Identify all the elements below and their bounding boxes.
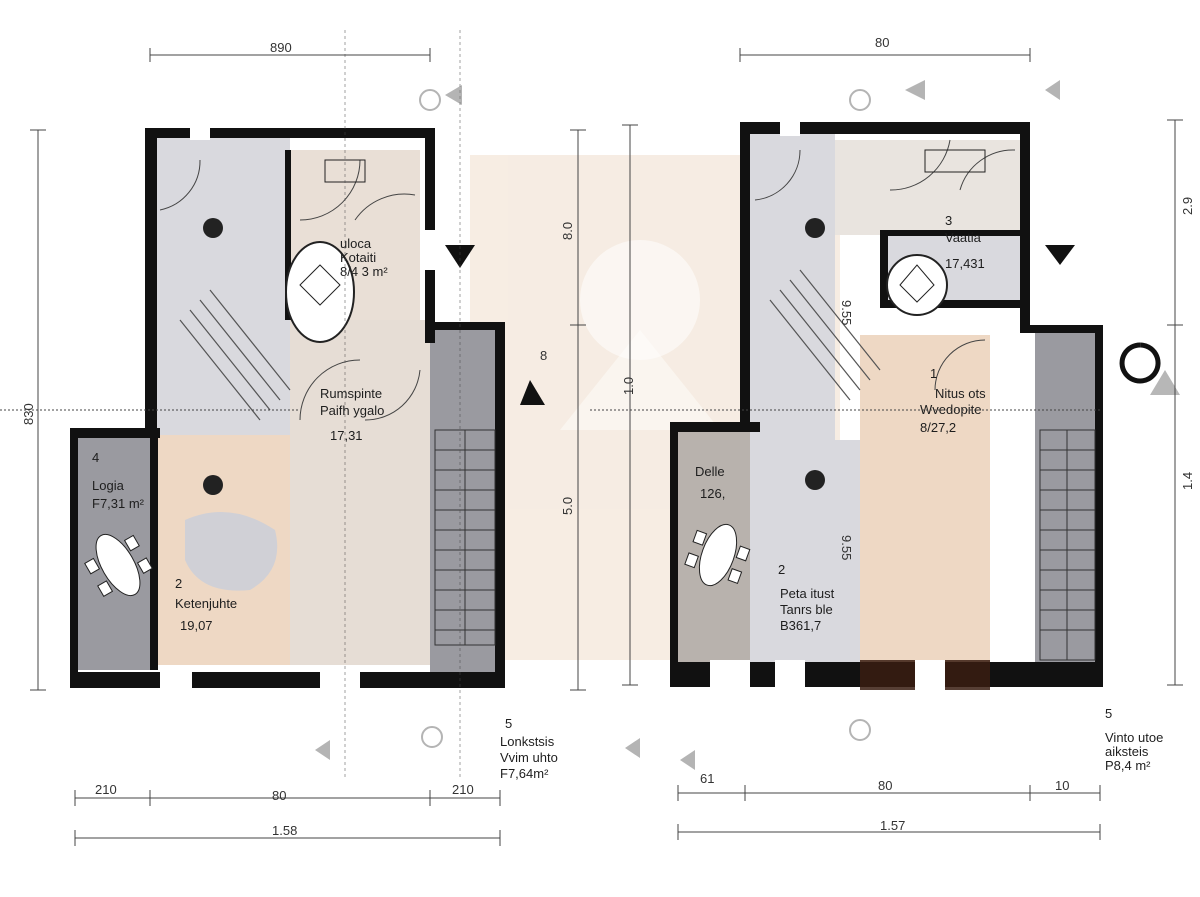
dim-mid-center: 1.0 — [621, 377, 636, 395]
right-diagonal-stair-lines — [769, 269, 881, 401]
dim-bottom-left-3: 210 — [452, 782, 474, 797]
room-label-name: Vaatia — [945, 230, 982, 245]
dim-top-left: 890 — [270, 40, 292, 55]
left-diagonal-stair-lines — [179, 289, 291, 421]
annotation-left-number: 5 — [505, 716, 512, 731]
room-label-name: Tanrs ble — [780, 602, 833, 617]
room-label-number: 2 — [778, 562, 785, 577]
room-label-number: 4 — [92, 450, 99, 465]
room-label-name: Kotaiti — [340, 250, 376, 265]
right-stair-mark-2: 9.55 — [839, 535, 854, 560]
right-floor-plan: 9.55 9.55 3 Vaatia 17,431 1 Nitus ots Wv… — [670, 120, 1180, 690]
room-label-area: F7,31 m² — [92, 496, 145, 511]
room-label-area: 17,431 — [945, 256, 985, 271]
room-label-name: uloca — [340, 236, 372, 251]
room-label-number: 1 — [930, 366, 937, 381]
dim-mid-bottom: 5.0 — [560, 497, 575, 515]
left-plant-pot-1 — [203, 218, 223, 238]
right-staircase — [1039, 429, 1096, 661]
floor-right-bedroom — [860, 335, 990, 675]
room-label-name: Ketenjuhte — [175, 596, 237, 611]
left-north-arrow — [520, 380, 545, 405]
right-table-chairs — [684, 523, 751, 587]
room-label-name: Peta itust — [780, 586, 835, 601]
left-plant-pot-2 — [203, 475, 223, 495]
left-round-rug — [285, 241, 355, 343]
annotation-right-line2: aiksteis — [1105, 744, 1149, 759]
left-furniture — [84, 159, 366, 598]
dim-right-bottom: 1.4 — [1180, 472, 1195, 490]
dimension-labels: 890 80 830 8.0 1.0 5.0 2.9 1.4 210 80 21… — [21, 35, 1195, 838]
room-label-area: 19,07 — [180, 618, 213, 633]
annotation-right-line3: P8,4 m² — [1105, 758, 1151, 773]
room-label-number: 3 — [945, 213, 952, 228]
right-plant-icon — [899, 264, 935, 303]
bottom-annotations: 5 Lonkstsis Vvim uhto F7,64m² 5 Vinto ut… — [500, 706, 1163, 781]
right-section-marker — [1045, 245, 1075, 265]
annotation-left-line1: Lonkstsis — [500, 734, 555, 749]
right-compass-icon — [1119, 342, 1161, 384]
annotation-left-line2: Vvim uhto — [500, 750, 558, 765]
dim-left-height: 830 — [21, 403, 36, 425]
room-label-area: B361,7 — [780, 618, 821, 633]
left-room-labels: uloca Kotaiti 8/4 3 m² Rumspinte Paifh y… — [92, 236, 388, 633]
right-furniture — [684, 149, 986, 587]
right-stair-mark: 9.55 — [839, 300, 854, 325]
left-section-marker — [445, 245, 475, 268]
dim-top-right: 80 — [875, 35, 889, 50]
dim-bottom-right-1: 61 — [700, 771, 714, 786]
room-label-area: 17,31 — [330, 428, 363, 443]
left-plant-icon — [299, 264, 341, 306]
room-label-area: 126, — [700, 486, 725, 501]
left-staircase — [434, 429, 496, 646]
room-label-area: 8/27,2 — [920, 420, 956, 435]
right-compass-arrow-icon — [1150, 370, 1180, 395]
right-room-labels: 3 Vaatia 17,431 1 Nitus ots Wvedopite 8/… — [695, 213, 986, 633]
floor-right-study — [790, 440, 860, 665]
room-label-area: 8/4 3 m² — [340, 264, 388, 279]
room-label-number: 2 — [175, 576, 182, 591]
annotation-right-number: 5 — [1105, 706, 1112, 721]
left-door-swings — [159, 159, 421, 421]
room-label-name: Logia — [92, 478, 125, 493]
left-bed-rug — [185, 512, 278, 591]
dim-bottom-right-2: 80 — [878, 778, 892, 793]
right-plant-pot-1 — [805, 218, 825, 238]
room-label-name: Paifh ygalo — [320, 403, 384, 418]
dim-bottom-right-total: 1.57 — [880, 818, 905, 833]
dim-bottom-left-2: 80 — [272, 788, 286, 803]
room-label-name: Nitus ots — [935, 386, 986, 401]
left-table-chairs — [84, 533, 153, 598]
dim-mid-top: 8.0 — [560, 222, 575, 240]
dimension-lines — [0, 30, 1183, 846]
dim-bottom-left-1: 210 — [95, 782, 117, 797]
grey-direction-markers — [315, 80, 1060, 770]
annotation-right-line1: Vinto utoe — [1105, 730, 1163, 745]
dim-bottom-right-3: 10 — [1055, 778, 1069, 793]
right-plant-pot-2 — [805, 470, 825, 490]
room-label-name: Rumspinte — [320, 386, 382, 401]
floor-left-hall — [155, 135, 290, 435]
right-bath-counter — [924, 149, 986, 173]
floor-left-living — [290, 320, 430, 665]
dim-bottom-left-total: 1.58 — [272, 823, 297, 838]
annotation-left-line3: F7,64m² — [500, 766, 549, 781]
left-arrow-label: 8 — [540, 348, 547, 363]
left-floor-plan: uloca Kotaiti 8/4 3 m² Rumspinte Paifh y… — [70, 126, 547, 690]
room-label-name: Delle — [695, 464, 725, 479]
right-round-rug — [886, 254, 948, 316]
dim-right-top: 2.9 — [1180, 197, 1195, 215]
